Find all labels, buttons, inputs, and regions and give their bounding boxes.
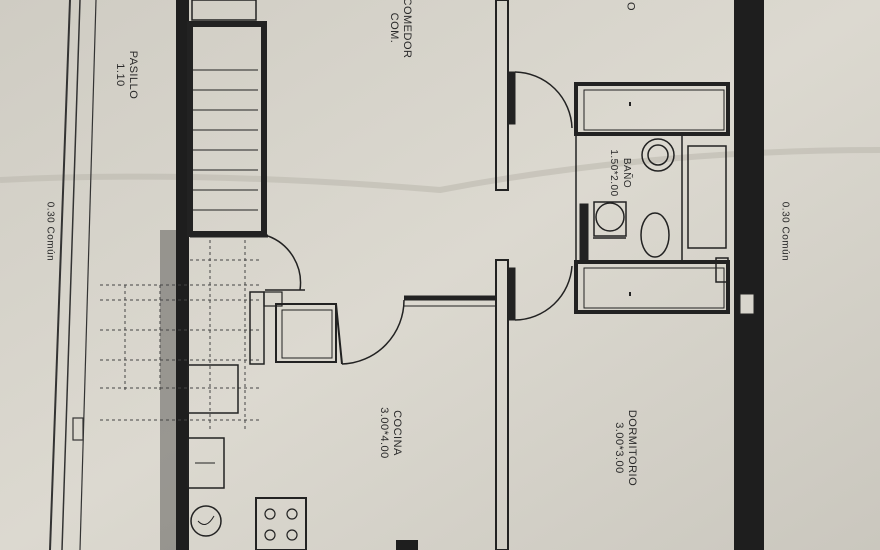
top-right-fragment-text: O <box>624 1 637 12</box>
top-right-fragment-label: O <box>624 0 637 17</box>
dormitorio-name: DORMITORIO <box>626 409 638 487</box>
comedor-name: COMEDOR <box>401 0 413 59</box>
comun-left-text: 0.30 Común <box>44 201 56 262</box>
right-wall <box>734 0 764 550</box>
pasillo-label: PASILLO 1.10 <box>113 45 139 105</box>
cocina-dims: 3.00*4.00 <box>378 407 390 459</box>
kitchen-fixtures <box>187 291 337 550</box>
cocina-door <box>335 295 496 365</box>
left-wall <box>160 0 189 550</box>
cocina-label: COCINA 3.00*4.00 <box>377 398 403 468</box>
bath-fixtures <box>593 138 675 258</box>
comedor-label: COMEDOR COM. <box>387 0 413 63</box>
bano-label: BAÑO 1.50*2.00 <box>607 143 633 203</box>
pasillo-name: PASILLO <box>127 50 139 100</box>
bano-name: BAÑO <box>621 157 632 189</box>
pasillo-dims: 1.10 <box>114 63 126 87</box>
bath-walls <box>574 82 730 314</box>
dormitorio-label: DORMITORIO 3.00*3.00 <box>612 403 638 493</box>
comun-right-text: 0.30 Común <box>779 201 791 262</box>
central-wall <box>495 0 573 550</box>
bano-dims: 1.50*2.00 <box>608 149 619 197</box>
comun-right-label: 0.30 Común <box>779 192 792 272</box>
bottom-wall <box>396 540 418 550</box>
left-boundary-lines <box>49 0 97 550</box>
comun-left-label: 0.30 Común <box>44 192 57 272</box>
comedor-dims: COM. <box>388 12 400 44</box>
stairs <box>187 0 267 237</box>
stair-door <box>190 234 305 291</box>
dashed-stair-grid <box>100 240 260 430</box>
cocina-name: COCINA <box>391 410 403 456</box>
dormitorio-dims: 3.00*3.00 <box>613 422 625 474</box>
